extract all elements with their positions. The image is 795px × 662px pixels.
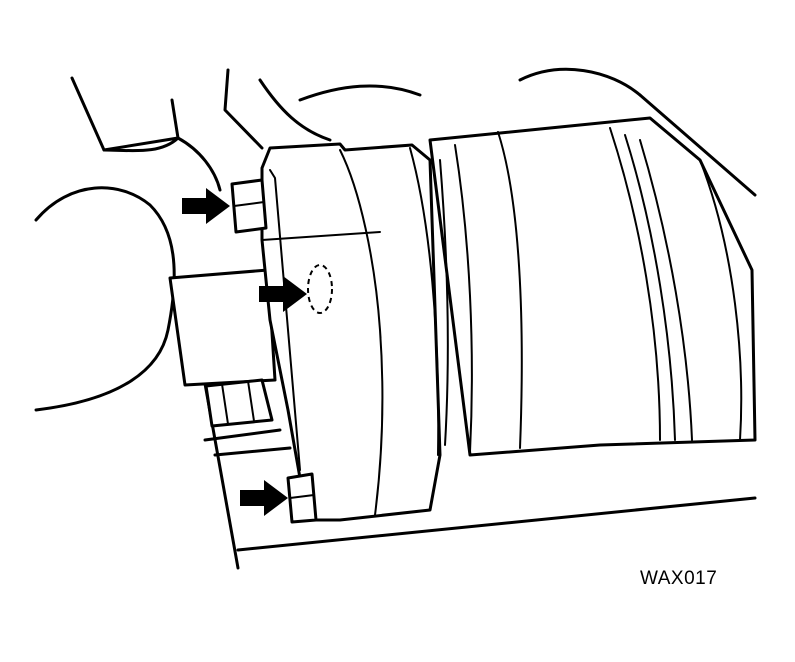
flange-coupling: [260, 142, 442, 522]
top-bolt: [230, 178, 268, 234]
chassis-outline: [34, 67, 757, 412]
arrow-right-icon: [182, 188, 230, 224]
cv-boot: [428, 116, 757, 457]
drive-shaft-stub: [168, 268, 277, 387]
dashed-hole-icon: [307, 264, 333, 314]
arrow-right-icon: [240, 480, 288, 516]
figure-code: WAX017: [640, 568, 718, 589]
bottom-bolt: [286, 472, 318, 524]
arrow-right-icon: [259, 276, 307, 312]
lower-nut: [204, 378, 274, 428]
